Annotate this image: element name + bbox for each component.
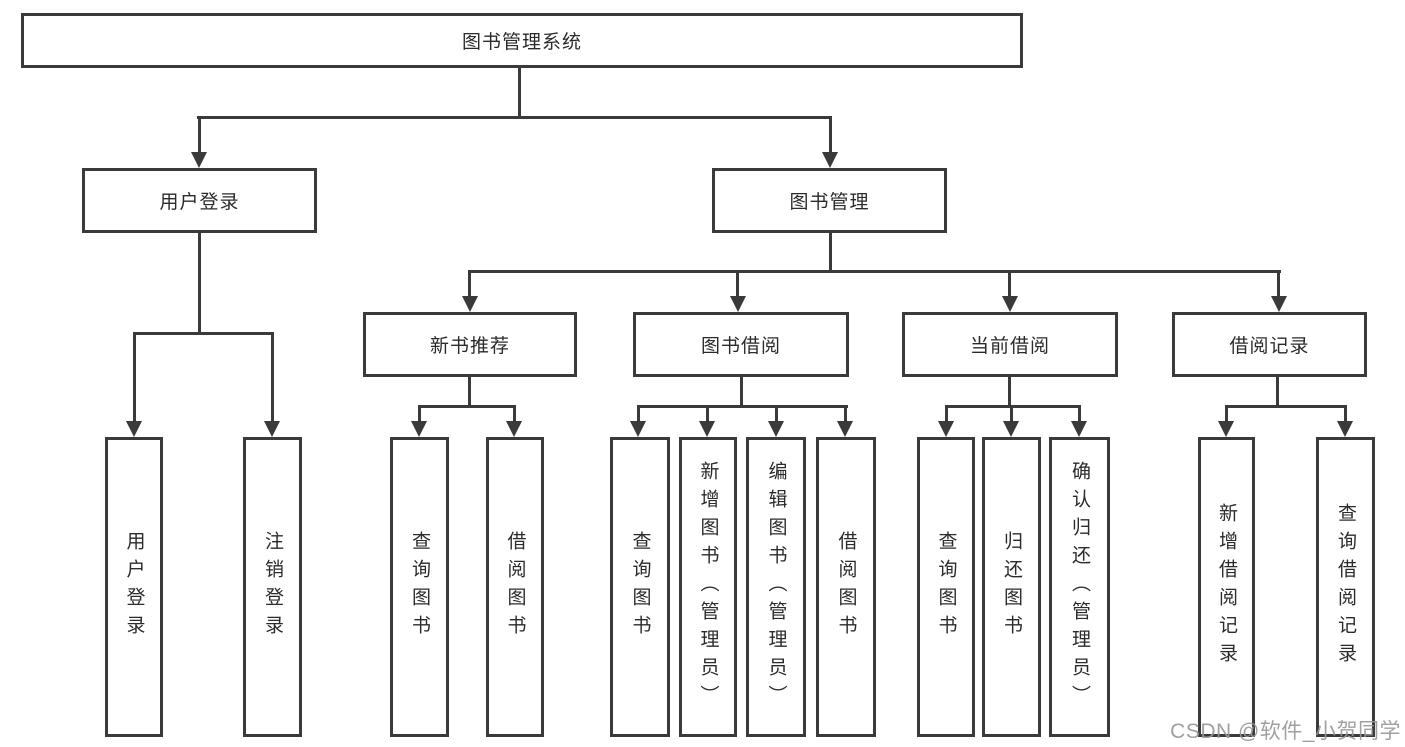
edge-line (468, 270, 471, 298)
leaf-label: 用户登录 (123, 531, 145, 643)
arrowhead-icon (1337, 421, 1353, 437)
leaf-cb-confirm-return-admin: 确认归还（管理员） (1049, 437, 1110, 737)
node-root-label: 图书管理系统 (461, 32, 582, 53)
arrowhead-icon (1003, 421, 1019, 437)
edge-line (637, 405, 640, 423)
edge-line (1277, 270, 1280, 298)
edge-line (1225, 405, 1228, 423)
arrowhead-icon (1071, 421, 1087, 437)
edge-line (829, 116, 832, 154)
edge-line (513, 405, 516, 423)
leaf-label: 新增借阅记录 (1216, 503, 1237, 671)
arrowhead-icon (699, 421, 715, 437)
edge-line (637, 405, 848, 408)
edge-line (133, 332, 136, 423)
edge-line (1008, 376, 1011, 408)
leaf-label: 借阅图书 (504, 531, 526, 643)
node-user-login-label: 用户登录 (159, 192, 240, 213)
csdn-watermark: CSDN @软件_小贺同学 (1170, 720, 1401, 743)
edge-line (198, 232, 201, 335)
leaf-logout: 注销登录 (243, 437, 302, 737)
arrowhead-icon (938, 421, 954, 437)
edge-line (945, 405, 948, 423)
node-current-borrow: 当前借阅 (902, 312, 1118, 377)
node-book-borrow: 图书借阅 (633, 312, 849, 377)
arrowhead-icon (837, 421, 853, 437)
leaf-label: 查询图书 (935, 531, 957, 643)
leaf-cb-query-books: 查询图书 (917, 437, 975, 737)
leaf-label: 归还图书 (1001, 531, 1022, 643)
arrowhead-icon (411, 421, 427, 437)
leaf-label: 查询图书 (409, 531, 430, 643)
arrowhead-icon (1002, 296, 1018, 312)
leaf-user-login: 用户登录 (105, 437, 163, 737)
edge-line (518, 67, 521, 118)
edge-line (740, 376, 743, 408)
node-user-login: 用户登录 (82, 168, 317, 233)
arrowhead-icon (126, 421, 142, 437)
leaf-label: 编辑图书（管理员） (765, 461, 787, 713)
edge-line (418, 405, 516, 408)
leaf-br-add-record: 新增借阅记录 (1198, 437, 1255, 737)
edge-line (133, 332, 274, 335)
leaf-label: 新增图书（管理员） (697, 461, 719, 713)
node-borrow-records: 借阅记录 (1172, 312, 1367, 377)
edge-line (197, 116, 832, 119)
node-label: 图书借阅 (700, 336, 781, 357)
arrowhead-icon (462, 296, 478, 312)
arrowhead-icon (506, 421, 522, 437)
leaf-br-query-record: 查询借阅记录 (1316, 437, 1375, 737)
arrowhead-icon (264, 421, 280, 437)
edge-line (1276, 376, 1279, 408)
arrowhead-icon (1271, 296, 1287, 312)
node-root: 图书管理系统 (21, 13, 1023, 68)
edge-line (706, 405, 709, 423)
edge-line (198, 116, 201, 154)
arrowhead-icon (630, 421, 646, 437)
leaf-nb-query-books: 查询图书 (390, 437, 449, 737)
leaf-nb-borrow-books: 借阅图书 (486, 437, 544, 737)
arrowhead-icon (191, 152, 207, 168)
arrowhead-icon (1218, 421, 1234, 437)
edge-line (1078, 405, 1081, 423)
leaf-label: 注销登录 (262, 531, 283, 643)
arrowhead-icon (822, 152, 838, 168)
node-label: 借阅记录 (1229, 336, 1310, 357)
edge-line (775, 405, 778, 423)
node-new-book-recommend: 新书推荐 (363, 312, 577, 377)
edge-line (271, 332, 274, 423)
edge-line (468, 376, 471, 408)
edge-line (418, 405, 421, 423)
node-label: 新书推荐 (429, 336, 510, 357)
arrowhead-icon (768, 421, 784, 437)
leaf-bb-edit-books-admin: 编辑图书（管理员） (746, 437, 806, 737)
edge-line (829, 232, 832, 273)
leaf-cb-return-books: 归还图书 (982, 437, 1041, 737)
leaf-bb-query-books: 查询图书 (610, 437, 670, 737)
node-book-mgmt-label: 图书管理 (789, 192, 870, 213)
arrowhead-icon (730, 296, 746, 312)
edge-line (844, 405, 847, 423)
leaf-label: 确认归还（管理员） (1069, 461, 1090, 713)
node-label: 当前借阅 (969, 336, 1050, 357)
edge-line (469, 270, 1281, 273)
edge-line (1010, 405, 1013, 423)
node-book-mgmt: 图书管理 (712, 168, 947, 233)
leaf-bb-add-books-admin: 新增图书（管理员） (679, 437, 737, 737)
leaf-label: 借阅图书 (835, 531, 857, 643)
edge-line (945, 405, 1081, 408)
edge-line (736, 270, 739, 298)
leaf-label: 查询借阅记录 (1335, 503, 1356, 671)
leaf-bb-borrow-books: 借阅图书 (816, 437, 876, 737)
edge-line (1225, 405, 1347, 408)
leaf-label: 查询图书 (629, 531, 651, 643)
edge-line (1344, 405, 1347, 423)
edge-line (1008, 270, 1011, 298)
